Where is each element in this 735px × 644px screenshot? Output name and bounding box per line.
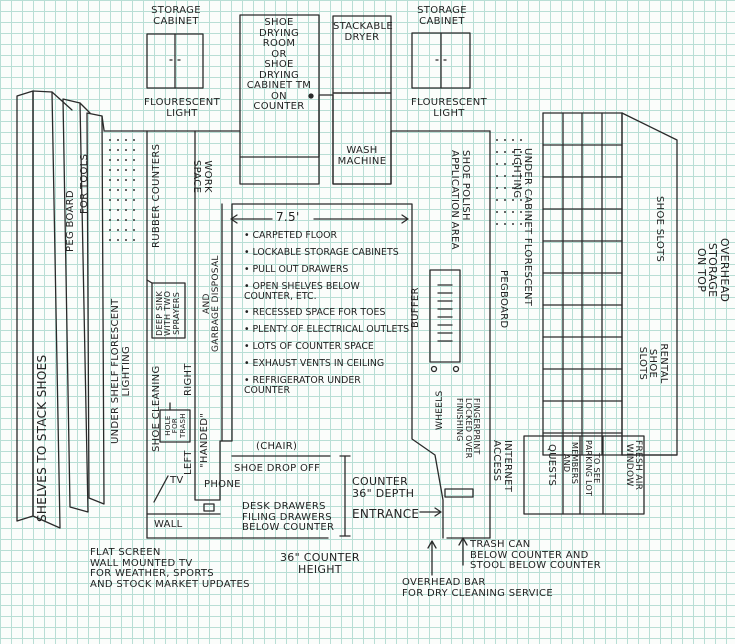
buffer-machine [429, 269, 461, 373]
wheels-label: WHEELS [435, 390, 445, 430]
trash-can-arrow [458, 537, 468, 546]
stackable-dryer-label: STACKABLE DRYER [333, 21, 393, 43]
feature-item: PULL OUT DRAWERS [244, 264, 409, 275]
storage-cabinet-left-label: STORAGE CABINET [151, 5, 201, 27]
shoe-cleaning-label: SHOE CLEANING [151, 365, 162, 452]
wall-label: WALL [154, 519, 183, 530]
pegboard-label: PEGBOARD [498, 270, 509, 329]
feature-item: CARPETED FLOOR [244, 231, 409, 241]
feature-list: CARPETED FLOOR LOCKABLE STORAGE CABINETS… [244, 231, 409, 403]
feature-item: PLENTY OF ELECTRICAL OUTLETS [244, 325, 410, 335]
trash-can-bar [444, 488, 474, 498]
under-shelf-lighting-label: UNDER SHELF FLORESCENT LIGHTING [110, 298, 132, 444]
window-section [523, 435, 645, 515]
for-tools-label: FOR TOOLS [79, 153, 90, 214]
fresh-air-label: FRESH AIR WINDOW [623, 440, 643, 491]
shoe-drying-label: SHOE DRYING ROOM OR SHOE DRYING CABINET … [246, 17, 312, 112]
rubber-counters-label: RUBBER COUNTERS [151, 143, 162, 248]
rental-shoe-slots-label: RENTAL SHOE SLOTS [637, 343, 669, 384]
guests-label: QUESTS [546, 444, 557, 487]
phone-label: PHONE [204, 479, 241, 490]
counter-height-label: 36" COUNTER HEIGHT [280, 551, 360, 576]
internet-access-label: INTERNET ACCESS [491, 440, 514, 493]
shelves-unit [16, 90, 105, 529]
counter-depth-bracket [231, 455, 351, 537]
trash-can-label: TRASH CAN BELOW COUNTER AND STOOL BELOW … [470, 539, 602, 571]
wash-machine-label: WASH MACHINE [337, 145, 387, 167]
storage-cabinet-right-label: STORAGE CABINET [417, 5, 467, 27]
garbage-disposal-label: AND GARBAGE DISPOSAL [202, 255, 222, 352]
under-cabinet-label: UNDER CABINET FLORESCENT LIGHTING [511, 148, 534, 307]
overhead-bar-label: OVERHEAD BAR FOR DRY CLEANING SERVICE [402, 577, 553, 599]
storage-cabinet-left [146, 33, 204, 89]
feature-item: LOTS OF COUNTER SPACE [244, 342, 409, 352]
shoe-drying-room [239, 14, 320, 158]
overhead-storage-label: OVERHEAD STORAGE ON TOP [694, 238, 731, 303]
overhead-bar-arrow [427, 540, 437, 549]
shoe-drop-off-label: SHOE DROP OFF [234, 463, 321, 474]
entrance-label: ENTRANCE [352, 507, 420, 521]
shoe-polish-label: SHOE POLISH APPLICATION AREA [449, 150, 472, 250]
shelves-stack-label: SHELVES TO STACK SHOES [35, 354, 49, 522]
to-see-label: TO SEE PARKING LOT [583, 440, 601, 497]
storage-cabinet-right [411, 32, 471, 89]
members-label: MEMBERS AND [561, 442, 579, 485]
room-walls [103, 94, 491, 539]
handed-label: "HANDED" [199, 412, 210, 468]
deep-sink [146, 279, 186, 339]
central-counter [194, 130, 444, 539]
left-label: LEFT [183, 450, 194, 475]
desk-drawers-label: DESK DRAWERS FILING DRAWERS BELOW COUNTE… [242, 501, 335, 533]
peg-board-label: PEG BOARD [65, 190, 76, 252]
feature-item: EXHAUST VENTS IN CEILING [244, 359, 409, 369]
trash-hole [159, 409, 191, 443]
flat-screen-label: FLAT SCREEN WALL MOUNTED TV FOR WEATHER,… [90, 547, 250, 590]
pegboard-dots-right [496, 139, 522, 225]
shoe-slots-label: SHOE SLOTS [654, 196, 665, 263]
shoe-slots-grid [542, 112, 678, 456]
pegboard-dots-left [109, 139, 135, 241]
buffer-label: BUFFER [410, 287, 421, 328]
fluorescent-light-right-label: FLOURESCENT LIGHT [411, 97, 487, 119]
feature-item: REFRIGERATOR UNDER COUNTER [244, 376, 409, 396]
feature-item: RECESSED SPACE FOR TOES [244, 308, 409, 318]
tv-area [146, 475, 221, 515]
right-label: RIGHT [183, 363, 194, 396]
feature-item: LOCKABLE STORAGE CABINETS [244, 248, 409, 258]
fingerprint-label: FINGERPRINT LOCKED OVER FINISHING [455, 398, 481, 459]
work-space-label: WORK SPACE [191, 160, 214, 194]
trash-hole-label: HOLE FOR TRASH [164, 413, 187, 438]
deep-sink-label: DEEP SINK WITH TWO SPRAYERS [155, 290, 181, 336]
fluorescent-light-left-label: FLOURESCENT LIGHT [144, 97, 220, 119]
entrance-arrow [419, 507, 442, 517]
chair-label: (CHAIR) [256, 441, 298, 452]
tv-label: TV [170, 475, 184, 486]
counter-depth-label: COUNTER 36" DEPTH [352, 475, 415, 500]
feature-item: OPEN SHELVES BELOW COUNTER, ETC. [244, 281, 409, 302]
dimension-label: 7.5' [276, 210, 300, 224]
